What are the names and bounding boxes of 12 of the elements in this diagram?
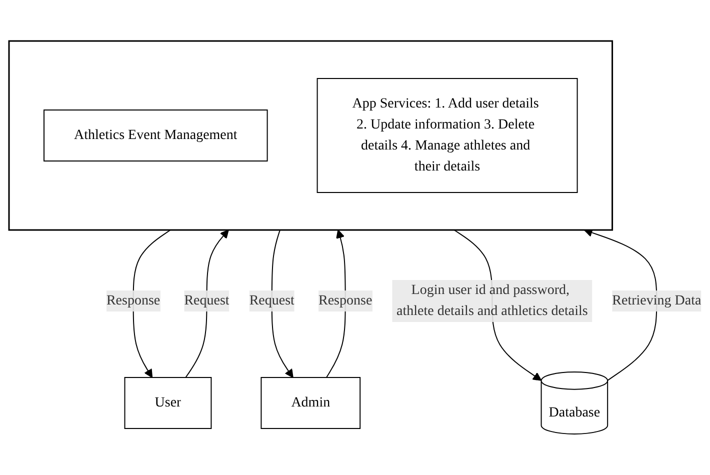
node-box: Athletics Event Management: [43, 110, 268, 162]
edge-label: Response: [318, 293, 372, 308]
edge-label: Login user id and password, athlete details and athletics details: [396, 282, 588, 319]
cluster: [8, 40, 613, 231]
edge-label: Request: [184, 293, 230, 308]
edge-label: Request: [249, 293, 294, 308]
node-box: Admin: [260, 377, 360, 429]
node-box: User: [124, 377, 212, 429]
edge-label: Retrieving Data: [612, 293, 702, 308]
edge-label: Response: [106, 293, 160, 308]
arrow: [584, 228, 658, 381]
node-box: App Services: 1. Add user details 2. Update information 3. Delete details 4. Manage athletes and their details: [316, 78, 578, 193]
